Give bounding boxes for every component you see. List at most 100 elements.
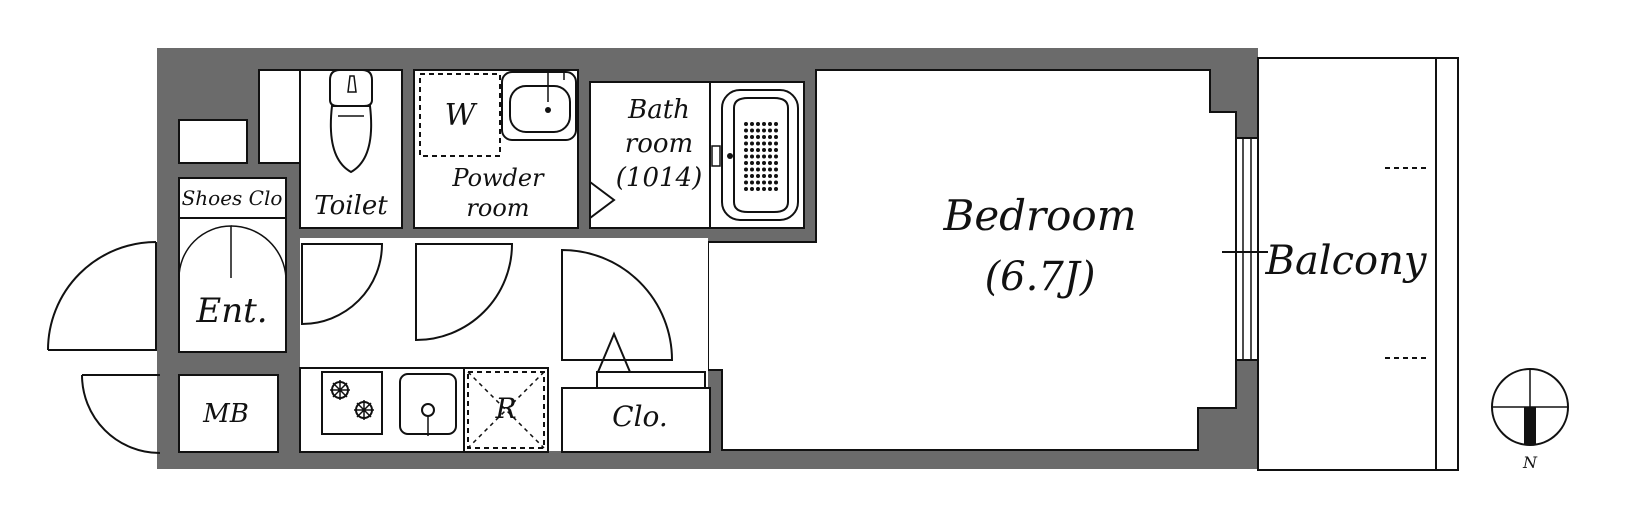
tub-dot [774,154,778,159]
tub-dot [768,180,772,185]
tub-dot [744,154,748,159]
balcony-window [1222,137,1268,361]
tub-dot [744,161,748,165]
tub-dot [774,167,778,172]
tub-dot [756,187,760,191]
tub-dot [762,135,766,139]
tub-dot [750,148,754,152]
refrigerator-space [463,367,549,453]
window-block [178,119,248,164]
meter-box-label: MB [202,399,249,429]
tub-dot [750,180,754,185]
refrigerator-label: R [494,392,516,425]
tub-dot [762,187,766,191]
tub-dot [756,122,760,126]
tub-dot [756,161,760,165]
tub-dot [744,122,748,126]
tub-dot [768,135,772,139]
tub-dot [750,154,754,159]
tub-dot [762,122,766,126]
bedroom-label: Bedroom [942,191,1136,240]
meter-box [178,374,279,453]
tub-dot [768,128,772,133]
tub-dot [756,167,760,172]
bedroom-door [561,248,674,361]
toilet-room [299,69,403,229]
tub-dot [768,122,772,126]
tub-dot [774,187,778,191]
compass-label: N [1522,453,1538,472]
bath-label-3: (1014) [616,163,702,193]
tub-dot [750,141,754,146]
entrance-door [47,241,157,351]
tub-dot [750,135,754,139]
tub-dot [756,180,760,185]
bath-label-1: Bath [627,95,690,125]
tub-dot [750,167,754,172]
tub-dot [774,161,778,165]
tub-dot [744,187,748,191]
gas-stove-icon [321,371,383,435]
tub-dot [744,167,748,172]
tub-dot [762,141,766,146]
tub-dot [762,148,766,152]
tub-dot [762,180,766,185]
tub-dot [774,135,778,139]
tub-dot [756,174,760,178]
meter-door [81,374,161,454]
shoes-closet-label: Shoes Clo [182,186,283,210]
tub-dot [774,141,778,146]
bath-label-2: room [625,129,693,159]
tub-dot [768,167,772,172]
washbasin-icon [501,71,577,141]
powder-room [413,69,579,229]
tub-dot [762,154,766,159]
toilet-door [301,243,384,326]
toilet-icon [329,69,373,174]
bathtub-icon [711,89,799,221]
tub-dot [750,122,754,126]
tub-dot [762,167,766,172]
tub-dot [768,148,772,152]
entrance-area [178,217,287,353]
tub-dot [756,148,760,152]
tub-dot [774,180,778,185]
tub-dot [768,154,772,159]
north-compass-icon [1491,368,1569,446]
shoes-closet [178,177,287,219]
bedroom-size-label: (6.7J) [985,254,1096,300]
toilet-label: Toilet [314,191,388,221]
tub-dot [756,154,760,159]
entrance-label: Ent. [195,291,267,331]
powder-room-label-2: room [466,194,529,222]
tub-dot [756,141,760,146]
closet-label: Clo. [612,400,668,433]
tub-dot [768,174,772,178]
bathtub-texture [744,122,778,191]
tub-dot [762,174,766,178]
tub-dot [774,122,778,126]
tub-dot [750,187,754,191]
powder-door [415,243,514,342]
tub-dot [744,135,748,139]
tub-dot [744,128,748,133]
tub-dot [768,187,772,191]
tub-dot [762,128,766,133]
tub-dot [744,174,748,178]
tub-dot [744,141,748,146]
tub-dot [744,180,748,185]
tub-dot [768,161,772,165]
tub-dot [744,148,748,152]
powder-room-label-1: Powder [451,164,545,192]
tub-dot [762,161,766,165]
tub-dot [756,135,760,139]
balcony-area [1257,57,1459,471]
kitchen-sink-icon [399,373,457,436]
tub-dot [768,141,772,146]
balcony-label: Balcony [1265,238,1428,284]
tub-dot [774,128,778,133]
washer-label: W [445,98,478,133]
tub-dot [750,161,754,165]
storage-shelf [258,69,301,164]
